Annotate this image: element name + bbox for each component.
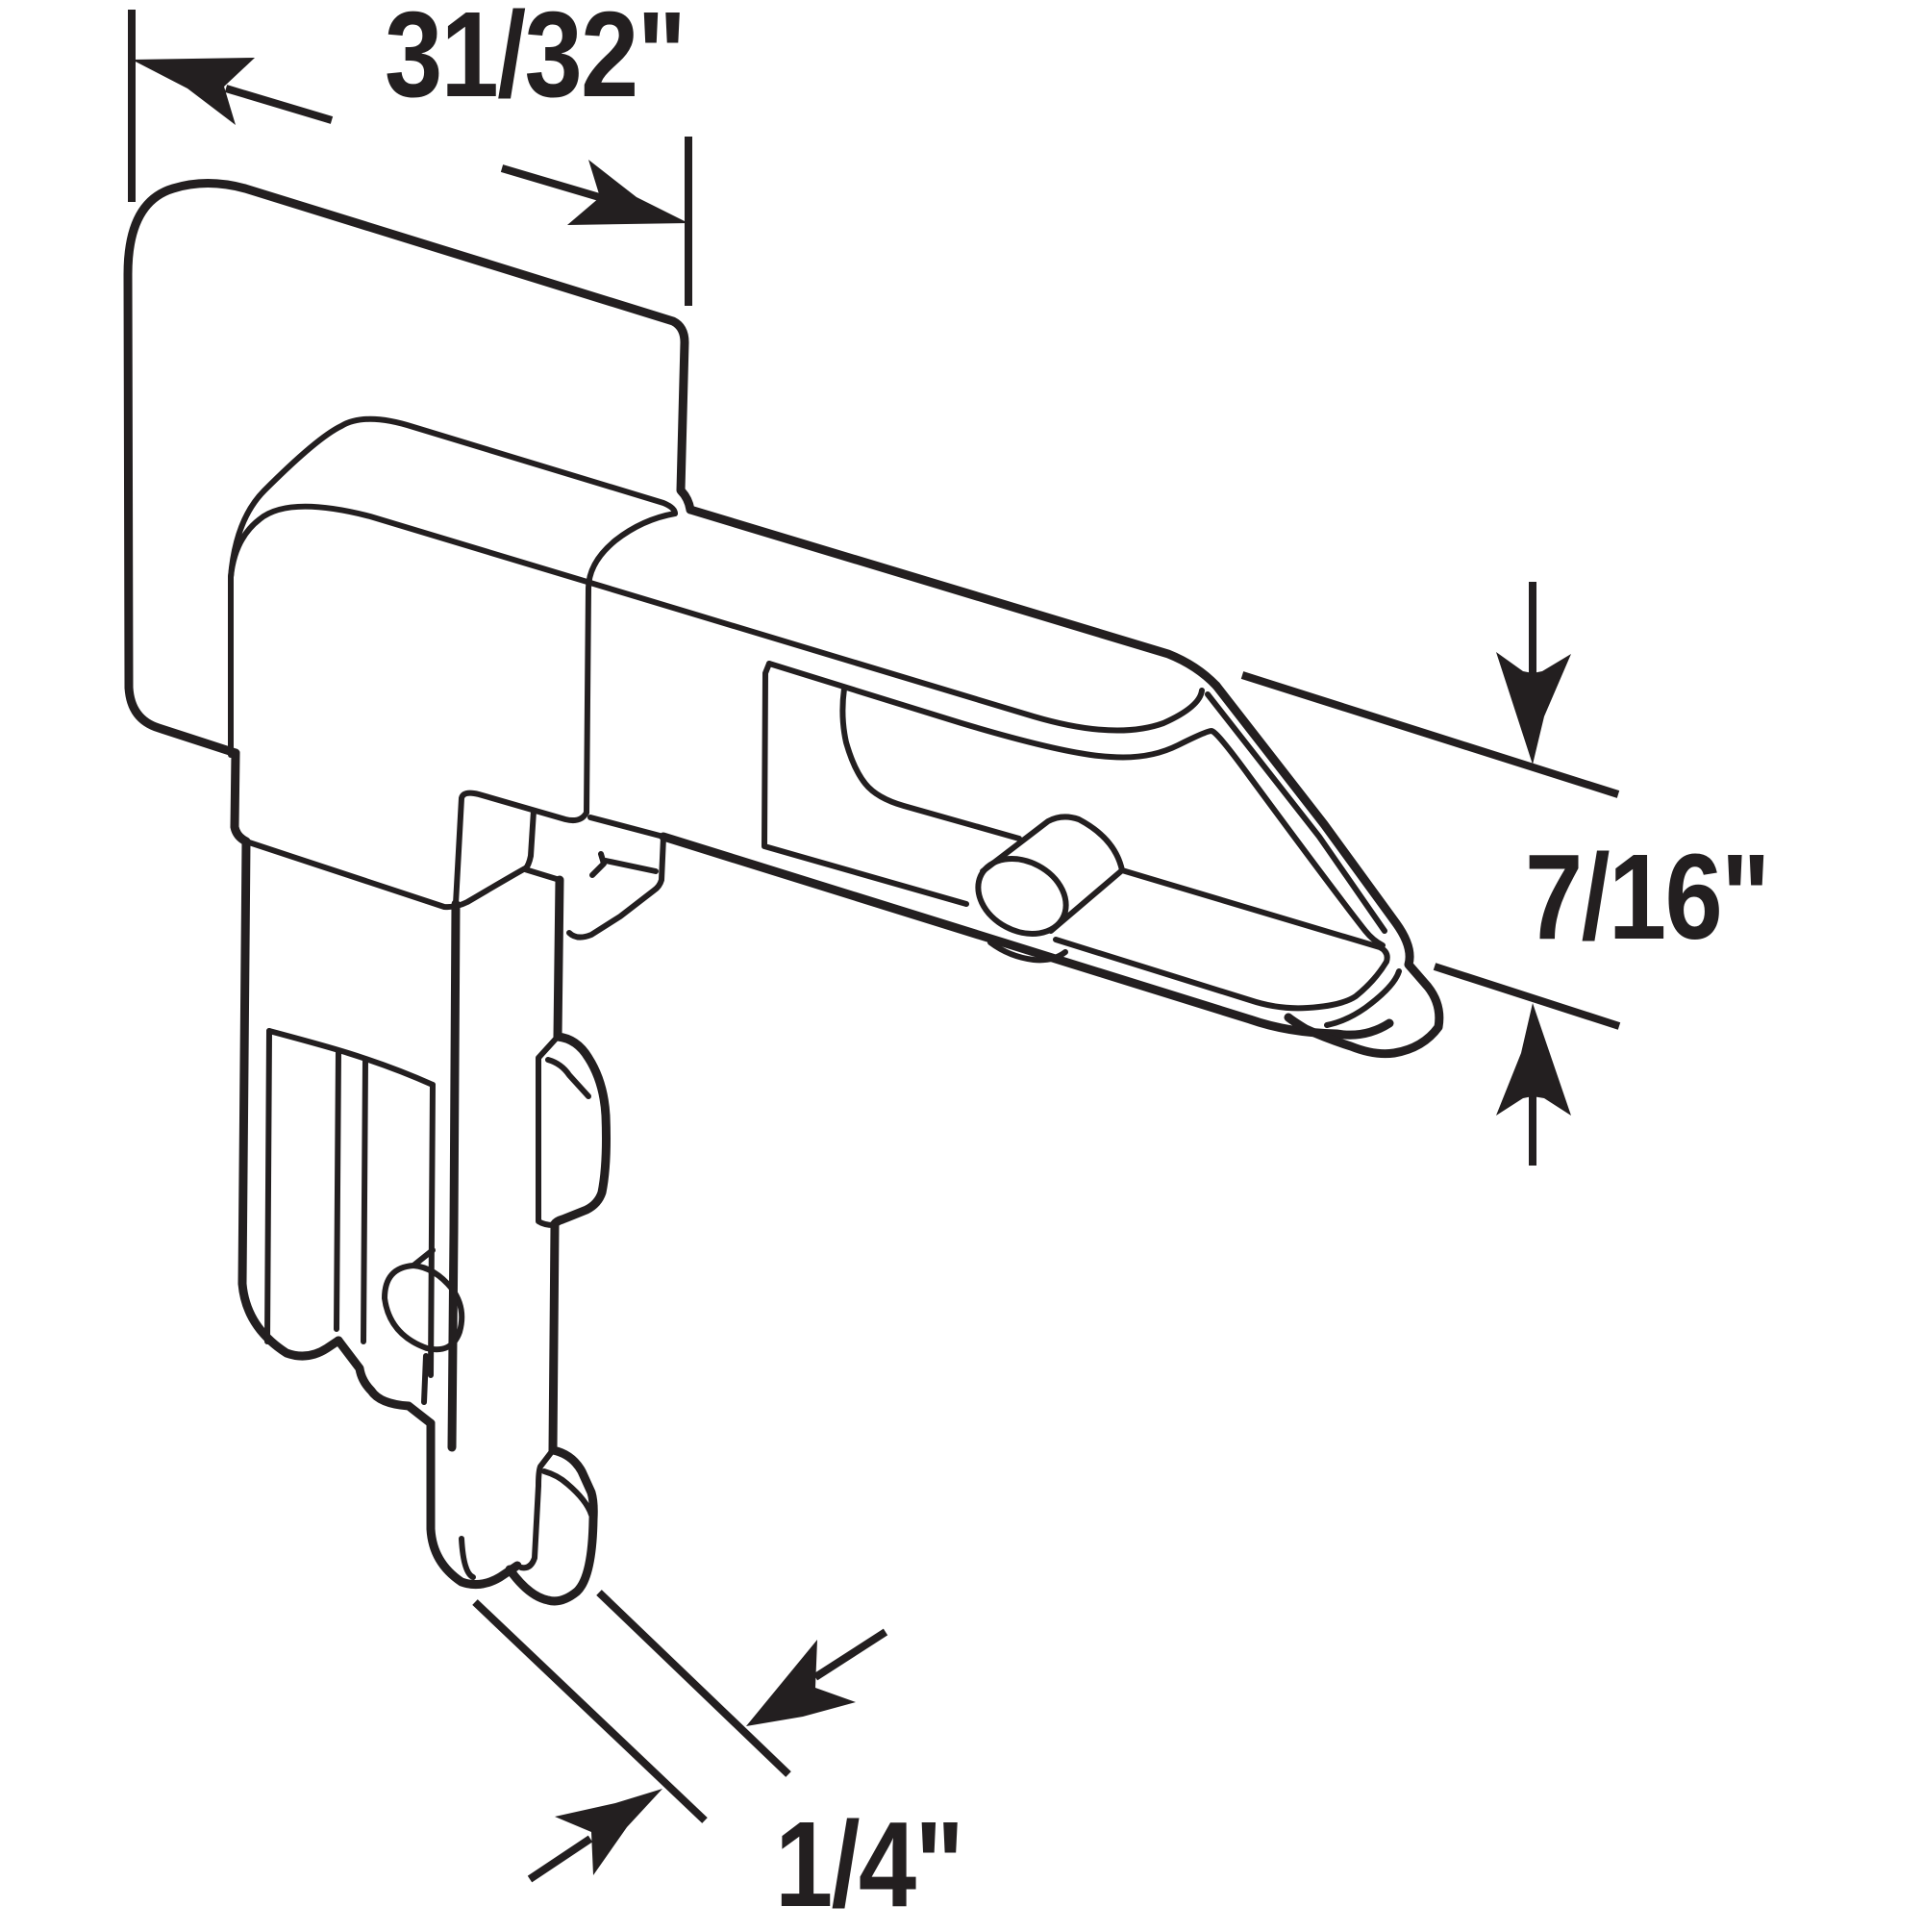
pin-lower-edge	[1048, 867, 1125, 934]
bracket-left-wall	[228, 574, 591, 911]
dimension-label-width: 31/32"	[385, 0, 687, 122]
center-fold-edge	[584, 586, 591, 815]
extension-line-lower	[1433, 963, 1621, 1030]
dimension-line-right	[500, 164, 608, 203]
right-hook-leg	[505, 875, 611, 1606]
bracket-nose	[1205, 681, 1444, 1059]
dimension-line-upper	[812, 1628, 888, 1681]
latch-pin	[975, 814, 1390, 1012]
dimension-width	[128, 10, 692, 306]
dimension-height	[1240, 582, 1621, 1166]
arrowhead-left-icon	[132, 58, 255, 125]
arrowhead-upper-icon	[746, 1640, 856, 1726]
extension-line-left	[472, 1599, 708, 1823]
left-leg	[237, 837, 436, 1428]
bracket-back-plate	[123, 179, 695, 758]
arrowhead-lower-icon	[555, 1789, 662, 1875]
dimension-thickness	[472, 1590, 888, 1883]
dimension-line-left	[224, 85, 334, 124]
arrowhead-right-icon	[567, 160, 688, 225]
dimension-line-lower	[527, 1835, 593, 1883]
dimension-label-height: 7/16"	[1525, 829, 1770, 965]
latch-recess	[762, 661, 1386, 948]
front-face-top	[453, 790, 1394, 1040]
arrowhead-down-icon	[1496, 652, 1571, 765]
dimension-label-thickness: 1/4"	[775, 1796, 964, 1932]
arrowhead-up-icon	[1496, 1003, 1571, 1116]
center-leg	[426, 899, 522, 1590]
extension-line-right	[596, 1590, 791, 1777]
bracket-shoulder	[228, 415, 1221, 734]
extension-line-upper	[1240, 671, 1620, 798]
